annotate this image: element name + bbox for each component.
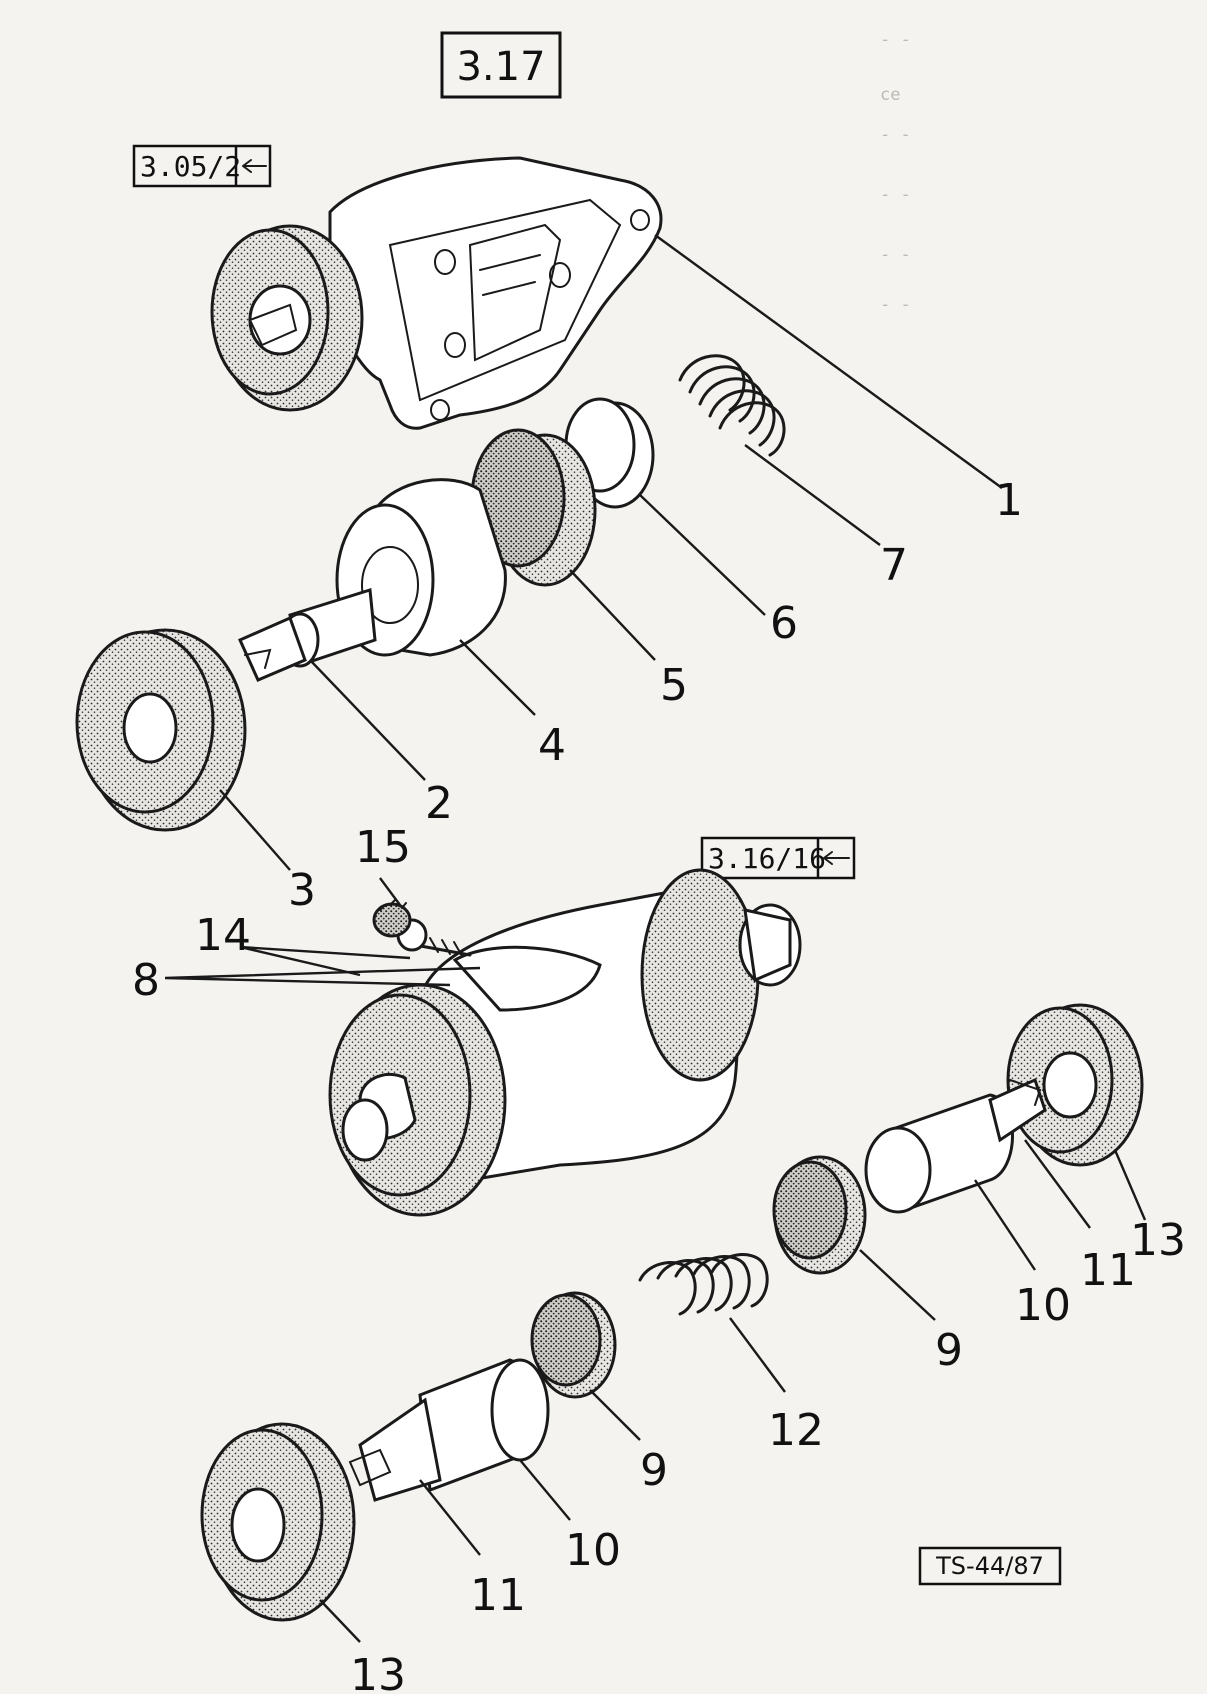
reference-label: 3.05/2	[140, 150, 241, 183]
part-housing	[210, 156, 663, 430]
leader-line	[1113, 1149, 1147, 1221]
reference-box-mid: 3.16/16	[700, 836, 856, 880]
part-push-rod	[238, 588, 377, 682]
leader-line	[729, 1317, 786, 1393]
part-piston-right	[864, 1077, 1047, 1214]
part-seal-left	[530, 1291, 617, 1399]
callout-8: 8	[132, 955, 160, 1006]
leader-line	[744, 444, 881, 546]
leader-line	[654, 234, 1003, 489]
callout-7: 7	[880, 540, 908, 591]
document-id: TS-44/87	[935, 1552, 1044, 1580]
callout-1: 1	[995, 475, 1023, 526]
leader-line	[569, 569, 656, 661]
leader-line	[974, 1179, 1036, 1271]
callout-10-right: 10	[1015, 1280, 1071, 1331]
callout-12: 12	[768, 1405, 824, 1456]
document-id-box: TS-44/87	[918, 1546, 1062, 1586]
ghost-line: ce	[880, 85, 900, 105]
callout-11-right: 11	[1080, 1245, 1136, 1296]
callout-14: 14	[195, 910, 251, 961]
figure-number-box: 3.17	[440, 31, 562, 99]
callout-10-left: 10	[565, 1525, 621, 1576]
arrow-left-icon	[823, 851, 850, 865]
callout-6: 6	[770, 598, 798, 649]
ghost-line: - -	[880, 30, 911, 50]
callout-9-left: 9	[640, 1445, 668, 1496]
leader-line	[419, 1479, 481, 1556]
callout-13-right: 13	[1130, 1215, 1186, 1266]
leader-line	[219, 789, 291, 871]
part-dust-cap	[372, 899, 412, 938]
callout-4: 4	[538, 720, 566, 771]
callout-9-right: 9	[935, 1325, 963, 1376]
callout-11-left: 11	[470, 1570, 526, 1621]
part-wheel-cylinder	[328, 868, 802, 1217]
ghost-line: - -	[880, 125, 911, 145]
ghost-line: - -	[880, 185, 911, 205]
leader-line	[164, 966, 481, 987]
leader-line	[519, 1459, 571, 1521]
reference-label: 3.16/16	[708, 842, 826, 875]
callout-5: 5	[660, 660, 688, 711]
leader-line	[319, 1599, 361, 1643]
callout-15: 15	[355, 822, 411, 873]
leader-line	[239, 945, 411, 977]
leader-line	[589, 1389, 641, 1441]
part-dust-boot	[75, 628, 247, 832]
part-spring	[678, 354, 786, 457]
leader-line	[639, 494, 766, 616]
part-seal-right	[772, 1155, 867, 1275]
callout-13-left: 13	[350, 1650, 406, 1694]
leader-line	[379, 877, 401, 906]
leader-line	[859, 1249, 936, 1321]
leader-line	[1024, 1139, 1091, 1229]
ghost-line: - -	[880, 245, 911, 265]
callout-2: 2	[425, 778, 453, 829]
reference-box-top: 3.05/2	[132, 144, 272, 188]
arrow-left-icon	[242, 159, 267, 173]
ghost-line: - -	[880, 295, 911, 315]
part-piston-left	[348, 1358, 550, 1502]
leader-line	[309, 659, 426, 781]
leader-line	[459, 639, 536, 716]
callout-labels: 1 2 3 4 5 6 7 8 9 9 10 10 11 11 12 13 13…	[132, 475, 1186, 1694]
figure-number: 3.17	[456, 44, 545, 90]
part-spring-bottom	[638, 1253, 769, 1316]
callout-3: 3	[288, 865, 316, 916]
part-boot-left	[200, 1422, 356, 1622]
bleed-through-text: - - ce - - - - - - - -	[880, 30, 911, 315]
part-seal	[470, 428, 597, 587]
